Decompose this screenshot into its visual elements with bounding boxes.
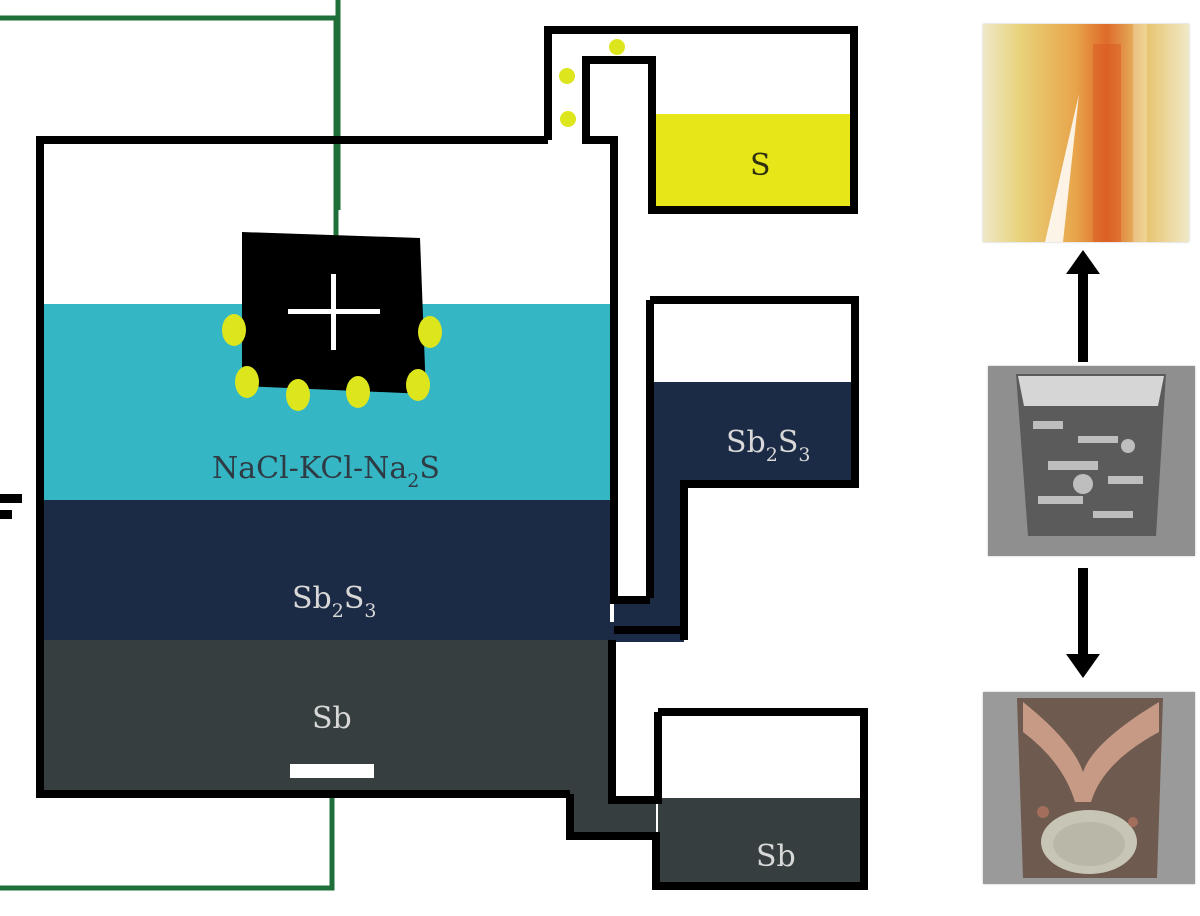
main-cell-outline [36, 136, 570, 798]
gas-bubble [286, 379, 310, 411]
sb2s3-ingot-photo [988, 366, 1195, 556]
power-wire-bottom [0, 795, 335, 891]
power-terminal [0, 494, 22, 503]
sb2s3-layer [42, 500, 610, 640]
arrow-down-head [1066, 654, 1100, 678]
cathode-bar [290, 764, 374, 778]
sb-tank-fill [658, 798, 864, 884]
sb-tank-inner-wall [608, 640, 662, 804]
gas-bubble [406, 369, 430, 401]
sulfur-tank-fill [652, 114, 852, 208]
sb-tank-outline [566, 708, 868, 890]
electrolyte-label: NaCl-KCl-Na2S [212, 451, 440, 492]
sb2s3-layer-label: Sb2S3 [292, 581, 377, 622]
antimony-layer-label: Sb [312, 701, 352, 736]
arrow-up-head [1066, 250, 1100, 274]
sulfur-deposit-photo [983, 24, 1189, 242]
power-terminal-small [0, 510, 12, 519]
gas-bubble [346, 376, 370, 408]
gas-bubble [418, 316, 442, 348]
sb2s3-tank-fill [650, 382, 855, 484]
antimony-channel-fill [570, 642, 656, 834]
anode-plus-vertical [331, 274, 336, 350]
power-wire-top [0, 15, 339, 236]
sulfur-tank-outline [544, 26, 858, 604]
sb2s3-tank-outline [650, 296, 859, 640]
sulfur-bubble [560, 111, 576, 127]
sulfur-bubble [559, 68, 575, 84]
gas-bubble [235, 366, 259, 398]
sulfur-tank-label: S [750, 148, 771, 183]
sb-tank-label: Sb [756, 839, 796, 874]
sb2s3-tank-label: Sb2S3 [726, 425, 811, 466]
sulfur-bubble [609, 39, 625, 55]
gas-bubble [222, 314, 246, 346]
antimony-crucible-photo [983, 692, 1195, 884]
